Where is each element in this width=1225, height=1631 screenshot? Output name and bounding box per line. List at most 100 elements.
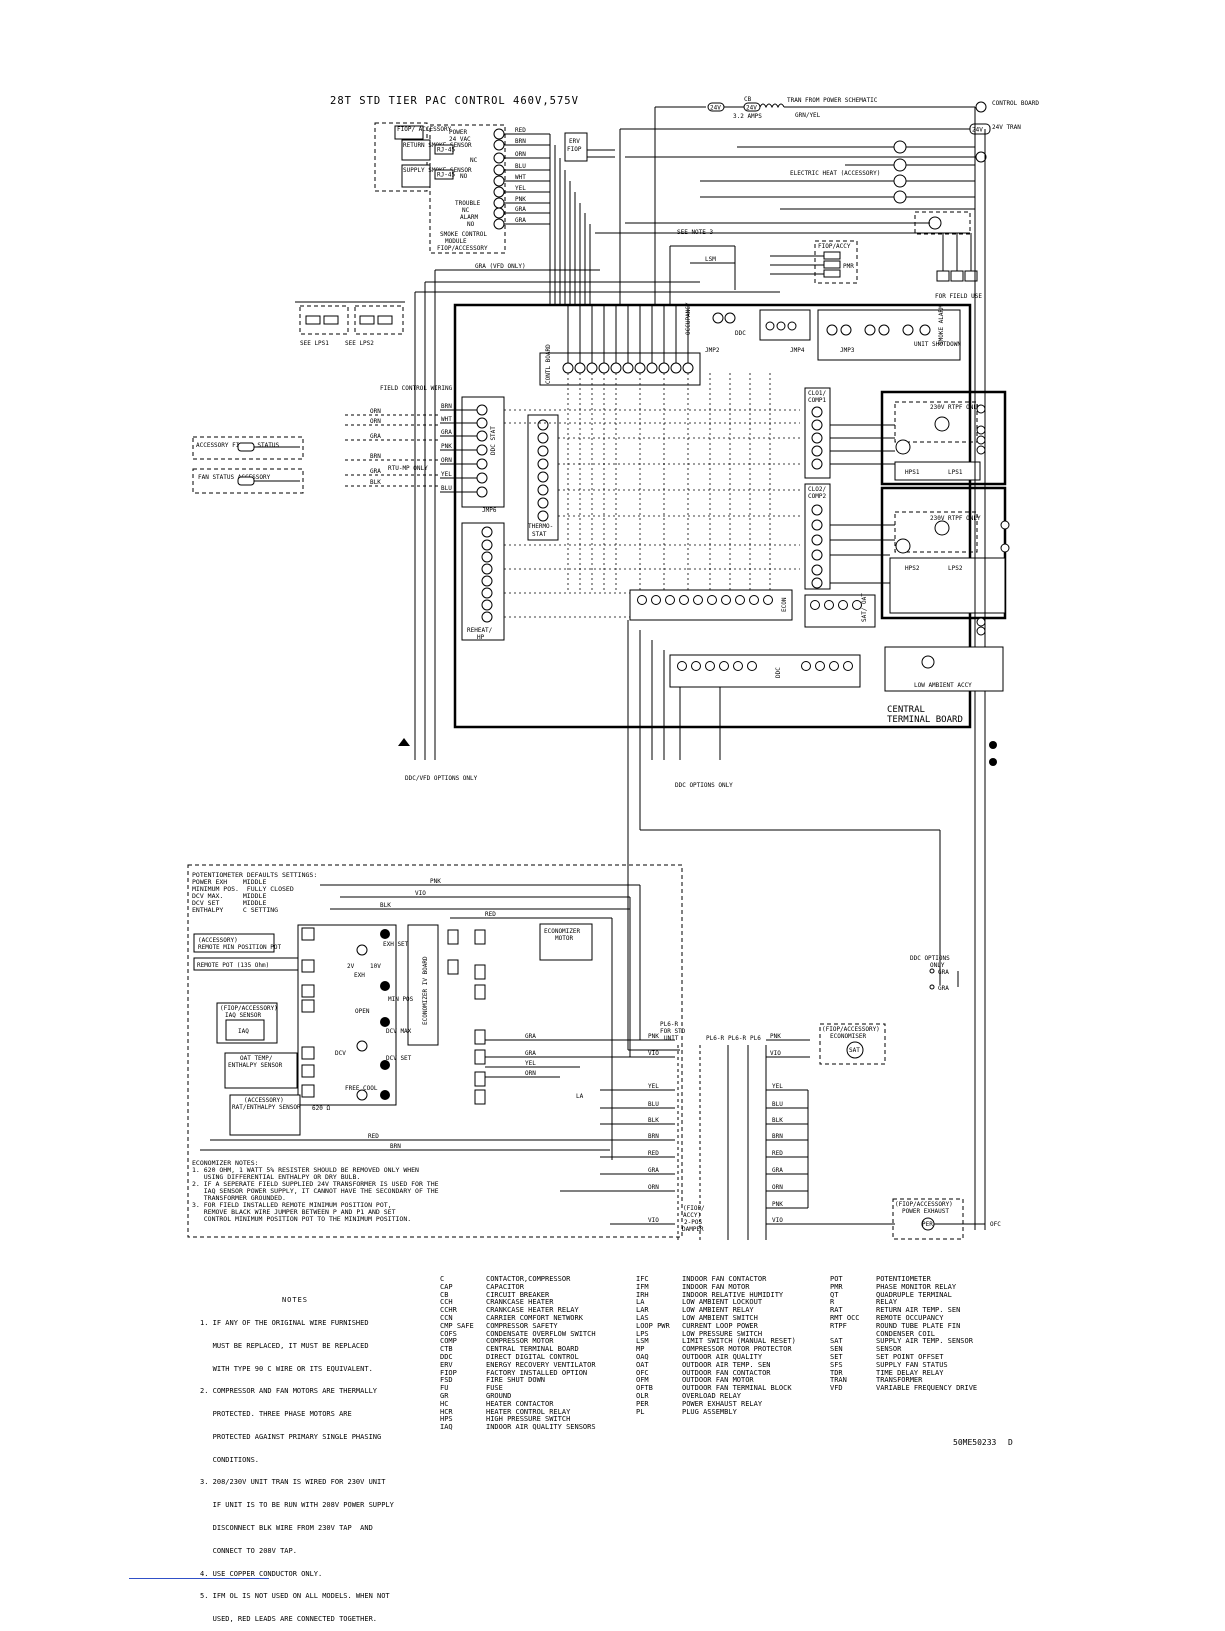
pot-default-settings: POTENTIOMETER DEFAULTS SETTINGS: POWER E…	[192, 871, 318, 914]
legend-definition: LOW AMBIENT LOCKOUT	[682, 1298, 763, 1307]
svg-text:RJ-45: RJ-45	[437, 147, 455, 154]
ctb-label-2: TERMINAL BOARD	[887, 715, 963, 725]
svg-text:REHEAT/: REHEAT/	[467, 627, 493, 634]
svg-text:GRA: GRA	[525, 1050, 536, 1057]
svg-text:VIO: VIO	[648, 1217, 659, 1224]
svg-text:FIOP/ ACCESSORY: FIOP/ ACCESSORY	[397, 126, 452, 133]
svg-text:DCV MAX: DCV MAX	[386, 1028, 412, 1035]
ddc-stat: DDC STAT BRN WHT GRA PNK ORN YEL BLU JMP…	[440, 396, 505, 514]
svg-text:FIELD CONTROL WIRING: FIELD CONTROL WIRING	[380, 385, 453, 392]
svg-text:SAT: SAT	[849, 1047, 860, 1054]
legend-definition: HEATER CONTACTOR	[486, 1399, 554, 1408]
legend-abbrev: OAT	[636, 1360, 649, 1369]
svg-text:REMOTE MIN POSITION POT: REMOTE MIN POSITION POT	[198, 944, 281, 951]
legend-abbrev: LPS	[636, 1329, 649, 1338]
legend-definition: PLUG ASSEMBLY	[682, 1407, 737, 1416]
legend-definition: POWER EXHAUST RELAY	[682, 1399, 763, 1408]
bottom-link-underline[interactable]	[129, 1578, 269, 1579]
ddc-vfd-options: DDC/VFD OPTIONS ONLY	[405, 775, 478, 782]
legend-abbrev: OFM	[636, 1376, 649, 1385]
svg-text:YEL: YEL	[772, 1083, 783, 1090]
compressor2-circuit: 230V RTPF ONLY HPS2 LPS2	[830, 486, 1007, 620]
svg-text:ECONOMISER: ECONOMISER	[830, 1033, 867, 1040]
legend-abbrev: LA	[636, 1298, 645, 1307]
legend-abbrev: OFTB	[636, 1384, 653, 1393]
svg-text:ORN: ORN	[648, 1184, 659, 1191]
svg-text:BLU: BLU	[441, 485, 452, 492]
legend-definition: OUTDOOR AIR TEMP. SEN	[682, 1360, 771, 1369]
legend-abbrev: COFS	[440, 1329, 457, 1338]
svg-text:VIO: VIO	[415, 890, 426, 897]
economizer-wires: PNK VIO BLK RED RED BRN GRA GRA YEL ORN …	[200, 878, 641, 1160]
svg-text:DDC: DDC	[735, 330, 746, 337]
bus-dot-2	[989, 758, 997, 766]
svg-text:PL6-R: PL6-R	[706, 1035, 724, 1042]
svg-text:PL6-R: PL6-R	[728, 1035, 746, 1042]
remote-min-pot: (ACCESSORY) REMOTE MIN POSITION POT REMO…	[193, 933, 299, 971]
svg-text:GRA: GRA	[370, 468, 381, 475]
legend-abbrev: RAT	[830, 1306, 843, 1315]
legend-abbrev: HPS	[440, 1415, 453, 1424]
svg-text:PL6: PL6	[750, 1035, 761, 1042]
svg-text:WHT: WHT	[515, 174, 526, 181]
svg-text:GRA: GRA	[515, 217, 526, 224]
svg-text:ORN: ORN	[772, 1184, 783, 1191]
legend-definition: RELAY	[876, 1298, 898, 1307]
legend-definition: HIGH PRESSURE SWITCH	[486, 1415, 571, 1424]
svg-text:THERMO-: THERMO-	[528, 523, 553, 530]
legend-abbrev: PL	[636, 1407, 645, 1416]
legend-abbrev: OFC	[636, 1368, 649, 1377]
svg-text:DDC STAT: DDC STAT	[490, 426, 497, 455]
legend-abbrev: DDC	[440, 1352, 453, 1361]
lps-boxes: SEE LPS1 SEE LPS2	[295, 301, 405, 347]
svg-text:IAQ: IAQ	[238, 1028, 249, 1035]
legend-definition: ENERGY RECOVERY VENTILATOR	[486, 1360, 596, 1369]
svg-text:FIOP: FIOP	[567, 146, 582, 153]
legend-abbrev: COMP	[440, 1337, 457, 1346]
legend-abbrev: LSM	[636, 1337, 649, 1346]
lsm-area: SEE NOTE 3 LSM	[669, 229, 736, 305]
svg-text:230V RTPF ONLY: 230V RTPF ONLY	[930, 404, 981, 411]
unit-shutdown-section: UNIT SHUTDOWN SMOKE ALARM JMP4 JMP3	[759, 305, 961, 361]
legend-definition: SET POINT OFFSET	[876, 1352, 944, 1361]
svg-text:10V: 10V	[370, 963, 381, 970]
legend-definition: LOW AMBIENT SWITCH	[682, 1313, 758, 1322]
main-control-box	[453, 303, 972, 729]
control-board: CONTL BOARD	[539, 305, 701, 386]
svg-text:SAT/ OAT: SAT/ OAT	[861, 593, 868, 622]
svg-text:JMP6: JMP6	[482, 507, 497, 514]
legend-definition: COMPRESSOR SAFETY	[486, 1321, 558, 1330]
notes-line: 3. 208/230V UNIT TRAN IS WIRED FOR 230V …	[200, 1478, 386, 1487]
svg-text:BLK: BLK	[380, 902, 391, 909]
legend-definition: LOW PRESSURE SWITCH	[682, 1329, 763, 1338]
legend-definition: SUPPLY AIR TEMP. SENSOR	[876, 1337, 973, 1346]
svg-text:JMP4: JMP4	[790, 347, 805, 354]
gra-vfd-line: GRA (VFD ONLY)	[414, 263, 780, 760]
svg-text:ORN: ORN	[441, 457, 452, 464]
legend-definition: FIRE SHUT DOWN	[486, 1376, 546, 1385]
legend-abbrev: HCR	[440, 1407, 453, 1416]
legend-row: LA LOW AMBIENT LOCKOUT	[636, 1298, 796, 1307]
legend-definition: SUPPLY FAN STATUS	[876, 1360, 948, 1369]
accessory-filter-status: ACCESSORY FILTER STATUS	[192, 436, 304, 460]
fan-status-accessory: FAN STATUS ACCESSORY	[192, 468, 304, 494]
svg-text:LOW AMBIENT ACCY: LOW AMBIENT ACCY	[914, 682, 972, 689]
svg-text:PER: PER	[922, 1221, 933, 1228]
svg-text:NO: NO	[460, 173, 468, 180]
legend-abbrev: TRAN	[830, 1376, 847, 1385]
pl6-connectors: PL6-R FOR STD UNIT PL6-R PL6-R PL6 (FIOP…	[660, 1021, 767, 1240]
